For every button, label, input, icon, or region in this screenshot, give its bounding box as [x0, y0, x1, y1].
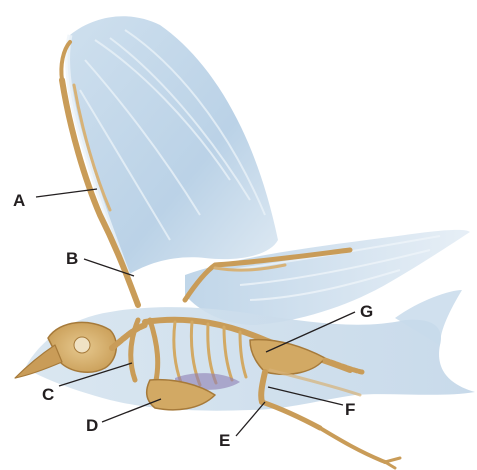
label-f: F — [345, 400, 355, 419]
leader-a — [36, 189, 97, 197]
label-a: A — [13, 191, 25, 210]
label-c: C — [42, 385, 54, 404]
label-d: D — [86, 416, 98, 435]
raised-wing — [68, 16, 278, 275]
label-e: E — [219, 431, 230, 450]
label-g: G — [360, 302, 373, 321]
label-b: B — [66, 249, 78, 268]
